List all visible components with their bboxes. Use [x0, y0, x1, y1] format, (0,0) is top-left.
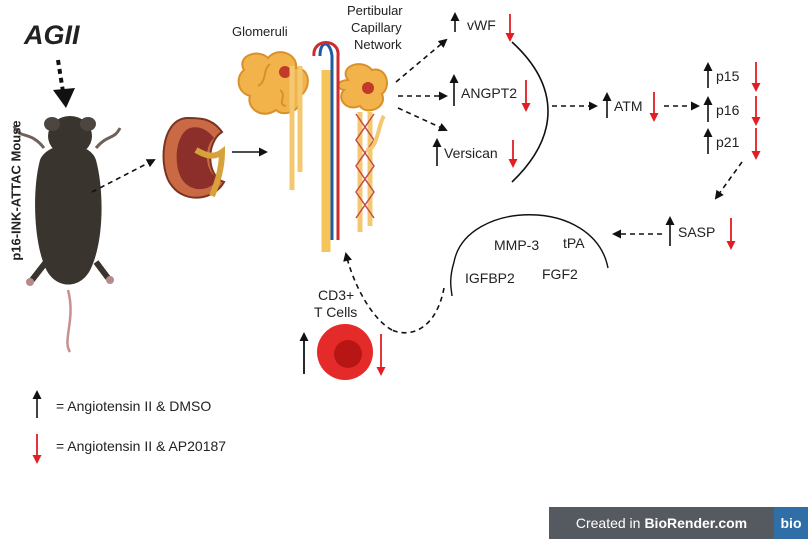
legend-down-label: = Angiotensin II & AP20187: [56, 438, 227, 454]
cd3-label: CD3+: [318, 287, 355, 303]
agii-label: AGII: [24, 20, 80, 50]
nephron-to-versican-arrow: [397, 107, 448, 132]
vwf-label: vWF: [467, 17, 496, 33]
legend-up-label: = Angiotensin II & DMSO: [56, 398, 212, 414]
badge-brand: BioRender.com: [644, 515, 748, 531]
mouse-label: p16-INK-ATTAC Mouse: [8, 120, 24, 261]
change-indicators: [299, 12, 761, 376]
t-cell-icon: [317, 324, 373, 380]
kidney-icon: [162, 116, 226, 199]
peritubular-label-2: Capillary: [351, 20, 402, 35]
tcells-to-nephron-arrow: [343, 252, 393, 331]
p16-label: p16: [716, 102, 740, 118]
nephron-illustration: [237, 41, 388, 252]
p21-to-sasp-arrow: [714, 161, 743, 200]
biorender-logo: bio: [774, 507, 808, 539]
factors-to-tcells-arrow: [391, 287, 445, 334]
agii-arrow: [53, 59, 75, 108]
tcells-label: T Cells: [314, 304, 358, 320]
angpt2-label: ANGPT2: [461, 85, 518, 101]
versican-label: Versican: [444, 145, 498, 161]
mmp3-label: MMP-3: [494, 237, 540, 253]
badge-prefix: Created in: [575, 515, 641, 531]
p15-label: p15: [716, 68, 740, 84]
igfbp2-label: IGFBP2: [465, 270, 515, 286]
p21-label: p21: [716, 134, 740, 150]
sasp-label: SASP: [678, 224, 716, 240]
peritubular-label-3: Network: [354, 37, 402, 52]
sasp-factor-bracket: [450, 214, 609, 297]
mouse-to-kidney-arrow: [91, 159, 156, 193]
glomeruli-label: Glomeruli: [232, 24, 288, 39]
fgf2-label: FGF2: [542, 266, 578, 282]
atm-label: ATM: [614, 98, 643, 114]
marker-group-bracket: [511, 41, 549, 183]
mouse-illustration: [12, 116, 122, 353]
nephron-to-vwf-arrow: [395, 38, 448, 83]
peritubular-label-1: Pertibular: [347, 3, 403, 18]
tpa-label: tPA: [563, 235, 585, 251]
biorender-badge-text: Created in BioRender.com: [549, 507, 774, 539]
biorender-badge: Created in BioRender.com bio: [549, 507, 808, 539]
